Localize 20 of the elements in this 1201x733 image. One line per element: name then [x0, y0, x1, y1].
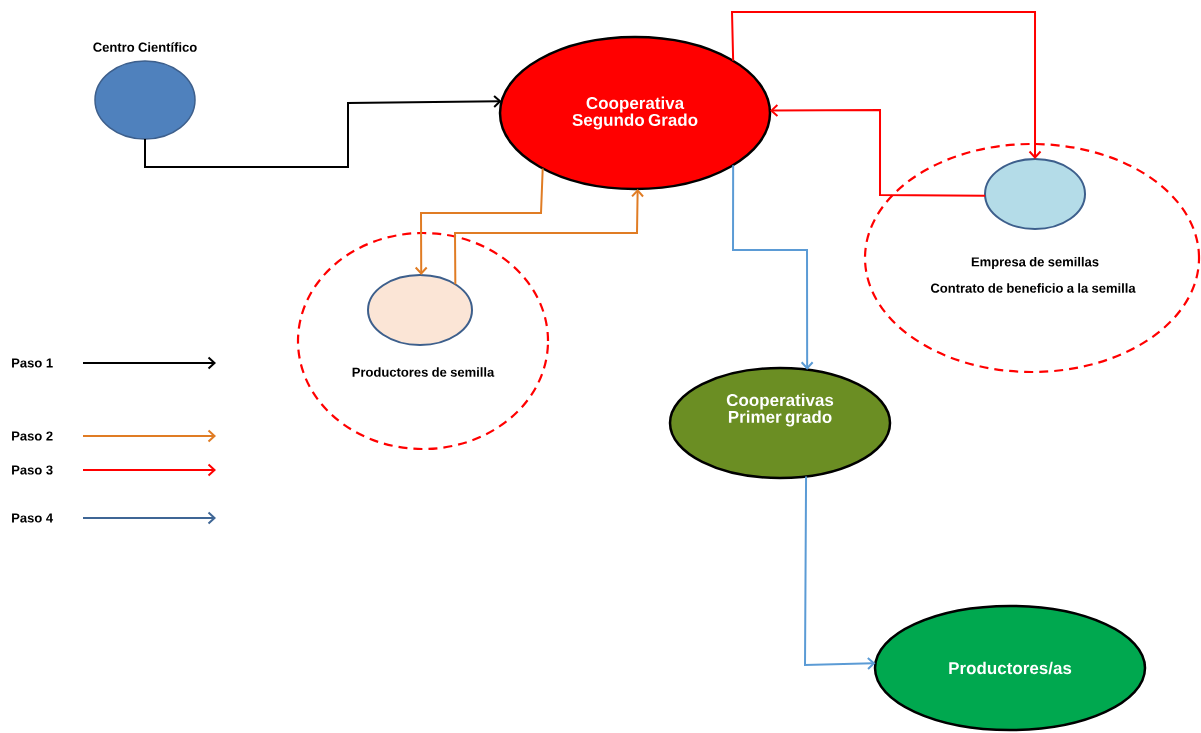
arrow — [769, 104, 987, 197]
arrow — [144, 94, 502, 168]
arrow — [804, 475, 876, 670]
node-label: Productores de semilla — [352, 367, 495, 377]
node-label: Empresa de semillas — [971, 256, 1099, 270]
node-label: Cooperativa Segundo Grado — [572, 96, 698, 130]
arrow — [732, 164, 814, 370]
node-label: Productores/as — [949, 661, 1072, 675]
node-label: Cooperativas Primer grado — [726, 393, 834, 427]
legend-label: Paso 3 — [12, 465, 53, 475]
arrow — [454, 188, 645, 286]
ellipse — [984, 158, 1086, 230]
node-label: Centro Científico — [93, 42, 197, 52]
node-label: Contrato de beneficio a la semilla — [930, 283, 1136, 293]
arrow — [414, 167, 544, 275]
legend-label: Paso 2 — [12, 431, 53, 441]
legend-label: Paso 4 — [12, 513, 54, 523]
arrow — [731, 11, 1042, 159]
legend-label: Paso 1 — [12, 358, 53, 368]
ellipse — [367, 274, 473, 346]
